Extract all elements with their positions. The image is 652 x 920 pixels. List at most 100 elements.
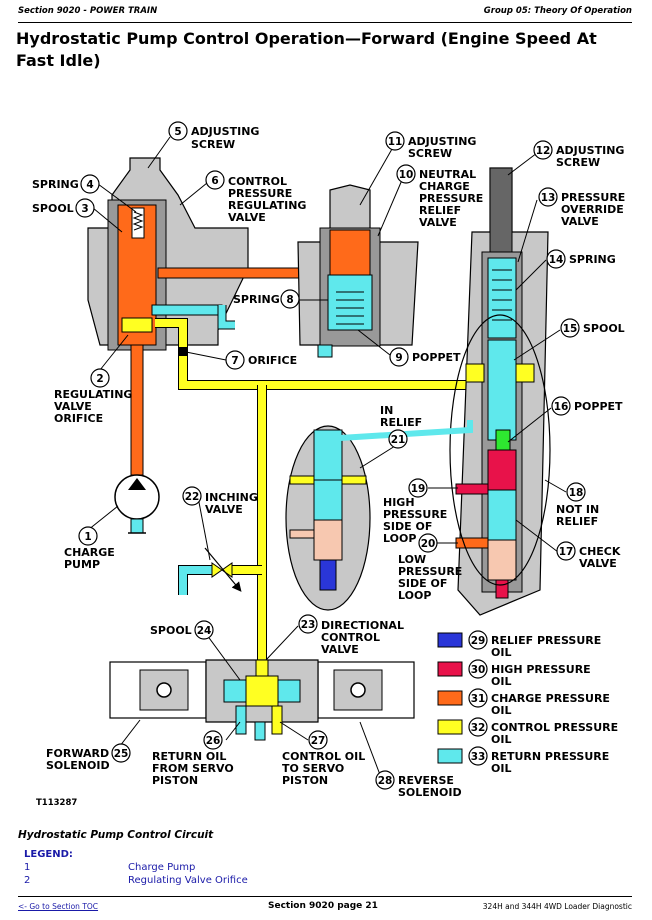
callout-5: 5 ADJUSTING SCREW — [168, 121, 259, 151]
svg-text:4: 4 — [86, 179, 93, 191]
svg-text:17: 17 — [559, 546, 574, 558]
svg-text:VALVE: VALVE — [579, 557, 617, 570]
key-item-31: 31 CHARGE PRESSURE OIL — [468, 688, 610, 717]
svg-text:PRESSURE: PRESSURE — [228, 187, 292, 200]
document-title: 324H and 344H 4WD Loader Diagnostic — [482, 902, 632, 911]
page-title: Hydrostatic Pump Control Operation—Forwa… — [16, 29, 597, 70]
svg-text:OIL: OIL — [491, 733, 511, 746]
svg-text:RELIEF: RELIEF — [419, 204, 461, 217]
svg-text:23: 23 — [301, 619, 316, 631]
legend-item-label: Charge Pump — [128, 862, 196, 873]
svg-text:CHARGE: CHARGE — [64, 546, 115, 559]
legend-heading: LEGEND: — [24, 849, 73, 860]
svg-text:SPOOL: SPOOL — [32, 202, 74, 215]
hydraulic-diagram: 5 ADJUSTING SCREW 6 CONTROL PRESSURE REG… — [32, 121, 625, 808]
svg-text:PRESSURE: PRESSURE — [383, 508, 447, 521]
svg-text:7: 7 — [231, 355, 238, 367]
svg-text:CONTROL OIL: CONTROL OIL — [282, 750, 365, 763]
callout-17: 17 CHECK VALVE — [556, 541, 621, 570]
go-to-section-toc-link[interactable]: <- Go to Section TOC — [18, 902, 99, 911]
svg-text:PRESSURE: PRESSURE — [561, 191, 625, 204]
svg-text:CONTROL PRESSURE: CONTROL PRESSURE — [491, 721, 618, 734]
svg-text:LOW: LOW — [398, 553, 426, 566]
svg-text:PISTON: PISTON — [282, 774, 328, 787]
svg-text:SPOOL: SPOOL — [583, 322, 625, 335]
callout-12: 12 ADJUSTING SCREW — [533, 140, 624, 169]
svg-text:SPRING: SPRING — [233, 293, 280, 306]
key-item-29: 29 RELIEF PRESSURE OIL — [468, 630, 601, 659]
svg-text:ADJUSTING: ADJUSTING — [191, 125, 259, 138]
svg-text:SCREW: SCREW — [556, 156, 600, 169]
key-swatch-high — [437, 661, 463, 677]
svg-text:1: 1 — [84, 531, 91, 543]
svg-text:RETURN PRESSURE: RETURN PRESSURE — [491, 750, 609, 763]
callout-11: 11 ADJUSTING SCREW — [385, 131, 476, 160]
legend-item-number: 2 — [24, 875, 31, 886]
svg-text:NOT IN: NOT IN — [556, 503, 599, 516]
svg-text:VALVE: VALVE — [54, 400, 92, 413]
svg-text:ADJUSTING: ADJUSTING — [556, 144, 624, 157]
svg-text:10: 10 — [399, 169, 414, 181]
svg-text:19: 19 — [411, 483, 426, 495]
svg-text:OIL: OIL — [491, 704, 511, 717]
callout-13: 13 PRESSURE OVERRIDE VALVE — [538, 187, 625, 228]
svg-text:PUMP: PUMP — [64, 558, 100, 571]
svg-text:29: 29 — [471, 635, 486, 647]
callout-26: 26 RETURN OIL FROM SERVO PISTON — [152, 730, 234, 787]
svg-text:SCREW: SCREW — [191, 138, 235, 151]
charge-pump-symbol — [114, 474, 160, 534]
svg-text:5: 5 — [174, 126, 181, 138]
callout-22: 22 INCHING VALVE — [182, 486, 258, 516]
directional-control-valve — [109, 659, 415, 741]
svg-text:16: 16 — [554, 401, 569, 413]
svg-text:18: 18 — [569, 487, 584, 499]
svg-text:PRESSURE: PRESSURE — [419, 192, 483, 205]
svg-text:30: 30 — [471, 664, 486, 676]
svg-text:ORIFICE: ORIFICE — [248, 354, 297, 367]
svg-text:IN: IN — [380, 404, 393, 417]
svg-text:REGULATING: REGULATING — [228, 199, 306, 212]
key-swatch-relief — [437, 632, 463, 648]
section-header: Section 9020 - POWER TRAIN — [18, 6, 158, 16]
svg-text:13: 13 — [541, 192, 556, 204]
svg-text:8: 8 — [286, 294, 293, 306]
svg-text:TO SERVO: TO SERVO — [282, 762, 344, 775]
pressure-override-valve-housing — [455, 167, 549, 616]
callout-8: SPRING 8 — [233, 289, 300, 309]
callout-25: FORWARD SOLENOID 25 — [46, 743, 131, 772]
svg-text:OVERRIDE: OVERRIDE — [561, 203, 624, 216]
svg-text:RELIEF: RELIEF — [556, 515, 598, 528]
svg-text:LOOP: LOOP — [398, 589, 431, 602]
svg-text:RELIEF PRESSURE: RELIEF PRESSURE — [491, 634, 601, 647]
key-swatch-return — [437, 748, 463, 764]
control-pressure-line — [155, 318, 470, 665]
key-swatch-charge — [437, 690, 463, 706]
svg-text:SOLENOID: SOLENOID — [46, 759, 110, 772]
svg-text:FORWARD: FORWARD — [46, 747, 109, 760]
callout-24: SPOOL 24 — [150, 620, 214, 640]
svg-text:HIGH PRESSURE: HIGH PRESSURE — [491, 663, 591, 676]
not-in-relief-ellipse — [449, 314, 551, 586]
callout-21: IN RELIEF 21 — [380, 404, 422, 449]
callout-6: 6 CONTROL PRESSURE REGULATING VALVE — [205, 170, 306, 224]
svg-text:RELIEF: RELIEF — [380, 416, 422, 429]
inching-valve — [178, 547, 242, 595]
svg-text:2: 2 — [96, 373, 103, 385]
svg-text:VALVE: VALVE — [561, 215, 599, 228]
svg-text:PISTON: PISTON — [152, 774, 198, 787]
callout-9: 9 POPPET — [389, 347, 461, 367]
regulating-valve-housing — [87, 157, 249, 351]
svg-text:CHECK: CHECK — [579, 545, 621, 558]
svg-text:SOLENOID: SOLENOID — [398, 786, 462, 799]
svg-text:VALVE: VALVE — [228, 211, 266, 224]
svg-text:32: 32 — [471, 722, 486, 734]
svg-text:9: 9 — [395, 352, 402, 364]
figure-caption: Hydrostatic Pump Control Circuit — [18, 829, 214, 841]
svg-text:11: 11 — [388, 136, 403, 148]
callout-7: 7 ORIFICE — [225, 350, 297, 370]
svg-text:CONTROL: CONTROL — [228, 175, 287, 188]
svg-text:CHARGE PRESSURE: CHARGE PRESSURE — [491, 692, 610, 705]
svg-text:RETURN OIL: RETURN OIL — [152, 750, 226, 763]
